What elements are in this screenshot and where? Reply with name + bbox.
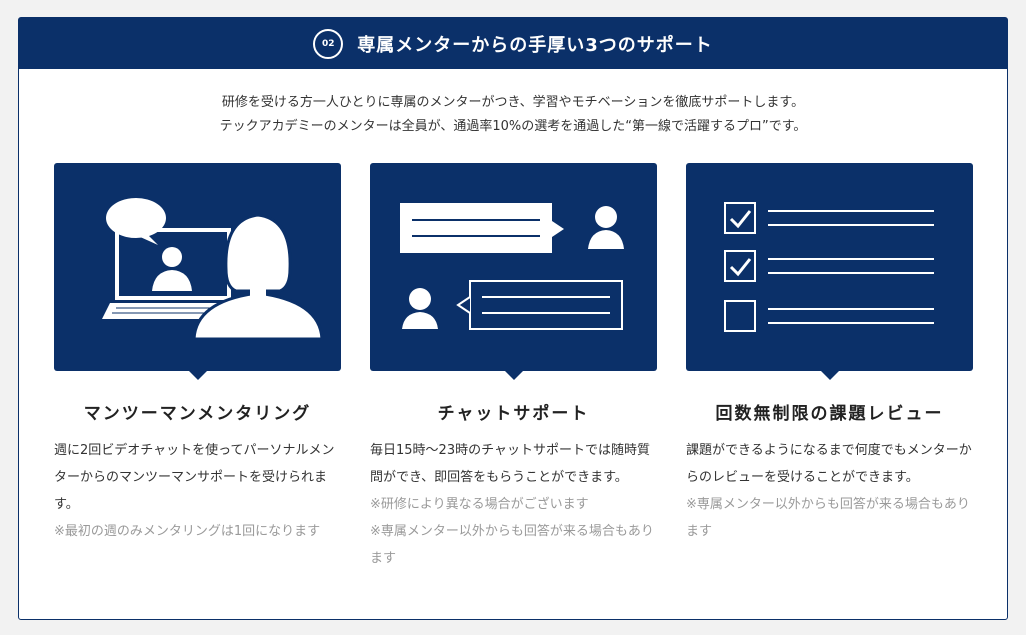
card-chat: チャットサポート 毎日15時〜23時のチャットサポートでは随時質問ができ、即回答… [370, 163, 657, 572]
card-review: 回数無制限の課題レビュー 課題ができるようになるまで何度でもメンターからのレビュ… [686, 163, 973, 572]
card-title-mentoring: マンツーマンメンタリング [83, 404, 312, 424]
card-title-chat: チャットサポート [437, 404, 590, 424]
support-panel: 02 専属メンターからの手厚い3つのサポート 研修を受ける方一人ひとりに専属のメ… [18, 17, 1008, 620]
section-title: 専属メンターからの手厚い3つのサポート [357, 34, 713, 56]
card-desc-chat: 毎日15時〜23時のチャットサポートでは随時質問ができ、即回答をもらうことができ… [370, 443, 650, 485]
card-note-review-1: ※専属メンター以外からも回答が来る場合もあります [686, 497, 970, 539]
intro-text: 研修を受ける方一人ひとりに専属のメンターがつき、学習やモチベーションを徹底サポー… [19, 91, 1007, 139]
intro-line-1: 研修を受ける方一人ひとりに専属のメンターがつき、学習やモチベーションを徹底サポー… [221, 95, 805, 110]
card-title-review: 回数無制限の課題レビュー [715, 404, 944, 424]
support-cards: マンツーマンメンタリング 週に2回ビデオチャットを使ってパーソナルメンターからの… [54, 163, 973, 572]
card-mentoring: マンツーマンメンタリング 週に2回ビデオチャットを使ってパーソナルメンターからの… [54, 163, 341, 572]
card-desc-mentoring: 週に2回ビデオチャットを使ってパーソナルメンターからのマンツーマンサポートを受け… [54, 443, 335, 512]
video-mentoring-icon [54, 163, 341, 380]
card-note-chat-1: ※研修により異なる場合がございます [370, 497, 589, 512]
intro-line-2: テックアカデミーのメンターは全員が、通過率10%の選考を通過した“第一線で活躍す… [219, 119, 807, 134]
section-number-badge: 02 [313, 28, 344, 59]
card-note-chat-2: ※専属メンター以外からも回答が来る場合もあります [370, 524, 654, 566]
chat-support-icon [370, 163, 657, 380]
checklist-review-icon [686, 163, 973, 380]
section-header: 02 専属メンターからの手厚い3つのサポート [19, 18, 1007, 69]
card-note-mentoring-1: ※最初の週のみメンタリングは1回になります [54, 524, 321, 539]
card-desc-review: 課題ができるようになるまで何度でもメンターからのレビューを受けることができます。 [686, 443, 972, 485]
